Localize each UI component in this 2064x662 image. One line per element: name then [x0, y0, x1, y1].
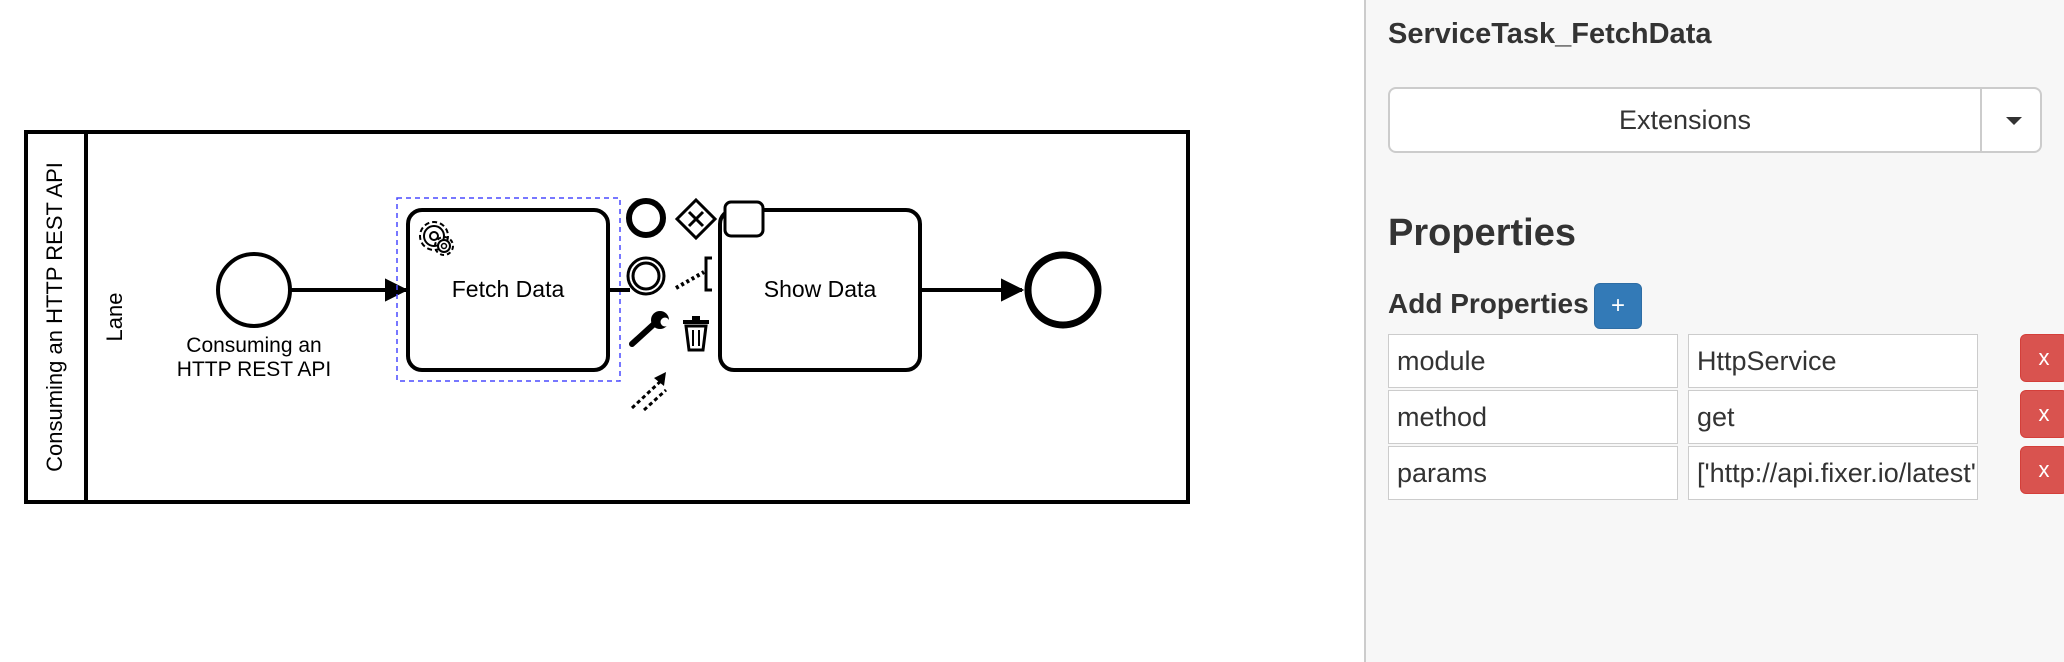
bpmn-canvas[interactable]: Consuming an HTTP REST API Lane Consumin…: [0, 0, 1364, 662]
gateway-icon[interactable]: [674, 197, 718, 241]
tab-select-toggle[interactable]: [1980, 89, 2042, 151]
add-properties-label: Add Properties: [1388, 288, 1589, 319]
element-id-heading: ServiceTask_FetchData: [1388, 18, 1712, 50]
properties-panel: ServiceTask_FetchData Extensions Propert…: [1364, 0, 2064, 662]
gear-icon: [419, 221, 454, 256]
trash-icon[interactable]: [683, 316, 709, 352]
end-event[interactable]: [1024, 251, 1102, 329]
context-pad: [626, 197, 765, 412]
tab-select[interactable]: Extensions: [1388, 87, 2042, 153]
delete-property-button[interactable]: x: [2020, 334, 2064, 382]
start-event[interactable]: [216, 252, 292, 328]
property-value-input[interactable]: [1688, 446, 1978, 500]
property-value-input[interactable]: [1688, 390, 1978, 444]
section-title: Properties: [1388, 212, 1576, 254]
lane-label: Lane: [102, 293, 127, 342]
wrench-icon[interactable]: [629, 311, 670, 347]
add-property-button[interactable]: +: [1594, 283, 1642, 329]
connect-icon[interactable]: [675, 256, 712, 292]
pool-label: Consuming an HTTP REST API: [42, 162, 67, 472]
property-key-input[interactable]: [1388, 390, 1678, 444]
task-fetch-data[interactable]: Fetch Data: [396, 197, 621, 382]
bpmn-diagram: Consuming an HTTP REST API Lane Consumin…: [24, 130, 1190, 504]
property-key-input[interactable]: [1388, 334, 1678, 388]
intermediate-event-icon[interactable]: [626, 256, 666, 296]
property-row: x: [1388, 446, 2064, 500]
property-row: x: [1388, 334, 2064, 388]
caret-down-icon: [2006, 117, 2022, 125]
property-value-input[interactable]: [1688, 334, 1978, 388]
delete-property-button[interactable]: x: [2020, 390, 2064, 438]
property-row: x: [1388, 390, 2064, 444]
delete-property-button[interactable]: x: [2020, 446, 2064, 494]
tab-select-value: Extensions: [1618, 105, 1752, 135]
task-icon[interactable]: [723, 200, 765, 238]
task-show-label: Show Data: [764, 276, 877, 302]
property-key-input[interactable]: [1388, 446, 1678, 500]
connection-arrow-icon[interactable]: [630, 372, 668, 412]
start-event-label-line2: HTTP REST API: [177, 358, 331, 381]
start-event-label-line1: Consuming an: [186, 334, 321, 357]
end-event-icon[interactable]: [626, 198, 666, 238]
task-fetch-label: Fetch Data: [452, 276, 565, 302]
